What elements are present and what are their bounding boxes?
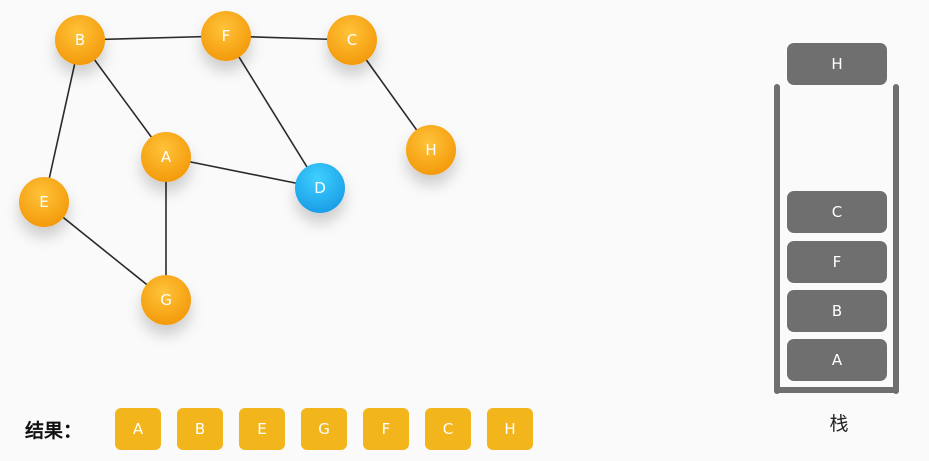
result-sequence: A B E G F C H <box>115 408 533 450</box>
node-circle-C <box>327 15 377 65</box>
node-label-F: F <box>222 27 231 45</box>
node-D: D <box>295 163 345 213</box>
node-C: C <box>327 15 377 65</box>
result-item: B <box>177 408 223 450</box>
node-circle-B <box>55 15 105 65</box>
result-item: C <box>425 408 471 450</box>
node-circle-D <box>295 163 345 213</box>
node-G: G <box>141 275 191 325</box>
node-label-G: G <box>160 291 172 309</box>
node-B: B <box>55 15 105 65</box>
node-label-A: A <box>161 148 172 166</box>
stack-item: B <box>787 290 887 332</box>
result-item: A <box>115 408 161 450</box>
edge-A-D <box>165 156 321 189</box>
stack: H A B F C <box>774 40 904 400</box>
node-label-E: E <box>39 193 48 211</box>
node-circle-F <box>201 11 251 61</box>
node-label-D: D <box>314 179 326 197</box>
stack-bottom-wall <box>774 387 899 393</box>
graph-diagram: B F C H A D E G <box>19 11 456 325</box>
stack-right-wall <box>893 84 899 394</box>
stack-caption: 栈 <box>829 413 849 435</box>
edge-B-E <box>43 39 81 203</box>
result-item: F <box>363 408 409 450</box>
node-F: F <box>201 11 251 61</box>
node-circle-E <box>19 177 69 227</box>
result-item: G <box>301 408 347 450</box>
node-label-C: C <box>347 31 357 49</box>
result-item: E <box>239 408 285 450</box>
node-circle-A <box>141 132 191 182</box>
stack-item: A <box>787 339 887 381</box>
stack-item: F <box>787 241 887 283</box>
node-label-B: B <box>75 31 85 49</box>
result-label: 结果： <box>25 420 83 442</box>
stack-top-item: H <box>787 43 887 85</box>
edge-F-D <box>225 35 321 189</box>
stack-left-wall <box>774 84 780 394</box>
node-label-H: H <box>425 141 436 159</box>
node-E: E <box>19 177 69 227</box>
node-circle-H <box>406 125 456 175</box>
node-H: H <box>406 125 456 175</box>
result-item: H <box>487 408 533 450</box>
edge-E-G <box>43 201 167 301</box>
stack-item: C <box>787 191 887 233</box>
node-circle-G <box>141 275 191 325</box>
node-A: A <box>141 132 191 182</box>
